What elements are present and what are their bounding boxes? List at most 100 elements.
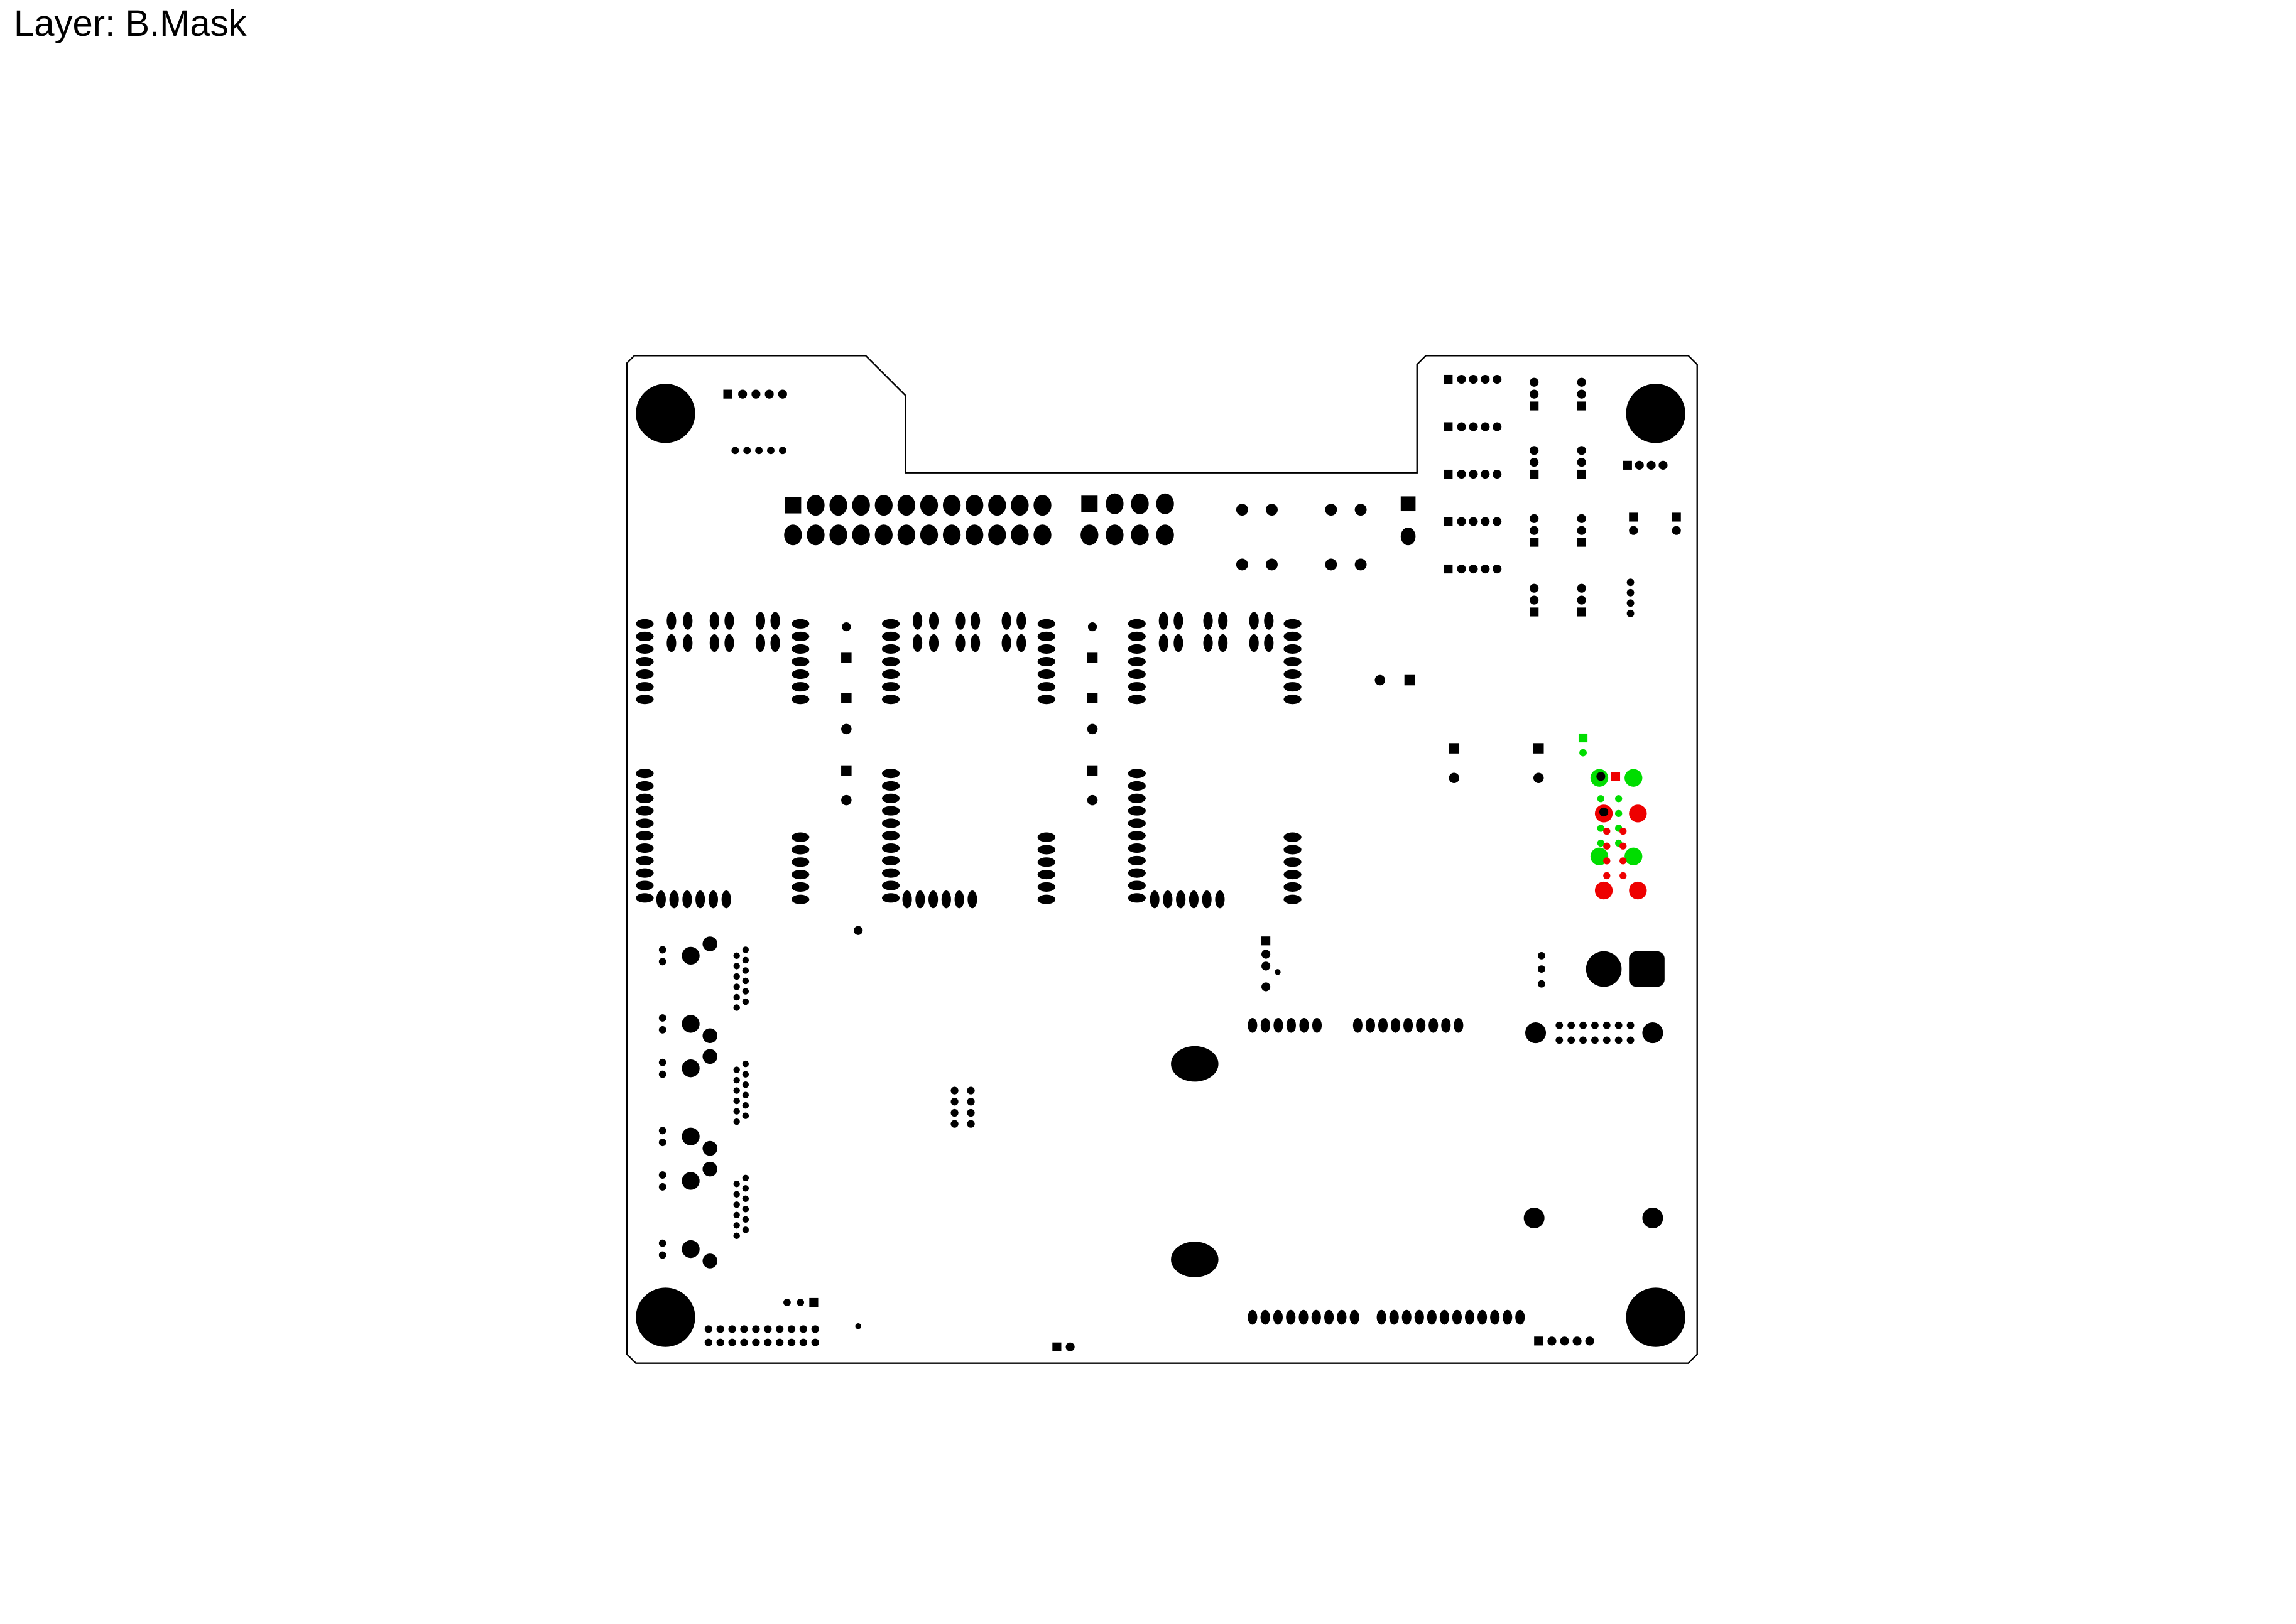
pad-oval (881, 682, 900, 692)
pad (1354, 558, 1367, 571)
pad-oval (881, 769, 900, 779)
pad-oval (915, 890, 925, 909)
pad-oval (1037, 894, 1056, 904)
pad-oval (792, 870, 810, 880)
pad-oval (1037, 857, 1056, 867)
pad-oval (881, 831, 900, 841)
pad (658, 958, 666, 966)
pad-oval (881, 880, 900, 890)
pad-oval (954, 890, 964, 909)
pad-oval (1283, 631, 1302, 641)
pad (733, 983, 740, 990)
pad-oval (792, 619, 810, 629)
pad-oval (636, 893, 654, 903)
pad (742, 998, 749, 1005)
pad (682, 1059, 700, 1078)
pad-oval (1128, 695, 1146, 705)
pad-oval (1286, 1309, 1296, 1325)
pad-oval (1016, 612, 1026, 630)
pad (716, 1338, 724, 1346)
pad-oval (807, 524, 825, 546)
pad-oval (955, 634, 966, 652)
pad (1560, 1336, 1569, 1346)
pad-oval (881, 868, 900, 878)
pad (738, 389, 748, 399)
pad (751, 389, 761, 399)
pad (682, 946, 700, 965)
pad-oval (666, 612, 677, 630)
pad-square (841, 765, 852, 776)
pad-oval (1156, 524, 1174, 546)
pad (742, 1185, 749, 1192)
pad-oval (1416, 1017, 1426, 1033)
pad-square (1530, 401, 1539, 411)
pad (1525, 1022, 1547, 1044)
pad-oval (636, 880, 654, 890)
pad-square (785, 497, 802, 514)
pad-oval (1286, 1017, 1296, 1033)
pad (1572, 1336, 1582, 1346)
pad (740, 1338, 748, 1346)
pad-oval (988, 495, 1006, 516)
pad-square (1087, 765, 1098, 776)
pad (702, 1049, 718, 1064)
pad-oval (1037, 631, 1056, 641)
pad (1626, 588, 1635, 597)
pad-oval (1452, 1309, 1462, 1325)
pad-oval (1260, 1017, 1270, 1033)
pad (1261, 961, 1271, 971)
pad (1481, 564, 1490, 574)
pad (702, 1161, 718, 1177)
pad-oval (1283, 669, 1302, 679)
pad-oval (902, 890, 912, 909)
highlight-pad-red (1594, 881, 1613, 900)
pad-oval (792, 682, 810, 692)
pad-oval (1439, 1309, 1449, 1325)
pad (1457, 517, 1466, 526)
pad (967, 1108, 975, 1117)
pad-oval (942, 495, 961, 516)
pad (658, 1014, 666, 1022)
pad (733, 1004, 740, 1011)
pad (783, 1299, 791, 1306)
highlight-pad-red (1603, 828, 1611, 835)
pad-square (1629, 951, 1665, 987)
highlight-pad-red (1629, 881, 1647, 900)
mounting-hole (636, 1287, 695, 1347)
pad (1629, 526, 1638, 535)
pad-oval (1273, 1017, 1283, 1033)
pad-oval (1365, 1017, 1375, 1033)
pad-oval (1337, 1309, 1347, 1325)
pad (742, 1216, 749, 1223)
pad-oval (1490, 1309, 1500, 1325)
pad (733, 963, 740, 970)
pad-oval (881, 793, 900, 803)
pad-oval (1441, 1017, 1451, 1033)
pad (842, 622, 851, 632)
pad-oval (636, 769, 654, 779)
pad (1493, 422, 1502, 431)
pad (1579, 1021, 1587, 1029)
pad-oval (636, 631, 654, 641)
pad-oval (881, 893, 900, 903)
pad (702, 1253, 718, 1269)
highlight-pad-green (1597, 795, 1605, 803)
pad-oval (792, 857, 810, 867)
highlight-layer (1578, 733, 1647, 900)
highlight-pad-red (1611, 772, 1621, 781)
pad-oval (636, 619, 654, 629)
highlight-pad-red (1629, 804, 1647, 823)
pad-oval (636, 868, 654, 878)
pad-oval (897, 495, 916, 516)
pad-square (1444, 517, 1453, 526)
pad (1493, 469, 1502, 479)
pad (1449, 772, 1460, 783)
pad-oval (881, 806, 900, 816)
pad-square (1087, 652, 1098, 663)
pad-oval (636, 806, 654, 816)
pad-oval (1158, 612, 1168, 630)
pad-oval (721, 890, 731, 909)
pad (1481, 469, 1490, 479)
pad (704, 1338, 713, 1346)
pad-oval (881, 855, 900, 865)
